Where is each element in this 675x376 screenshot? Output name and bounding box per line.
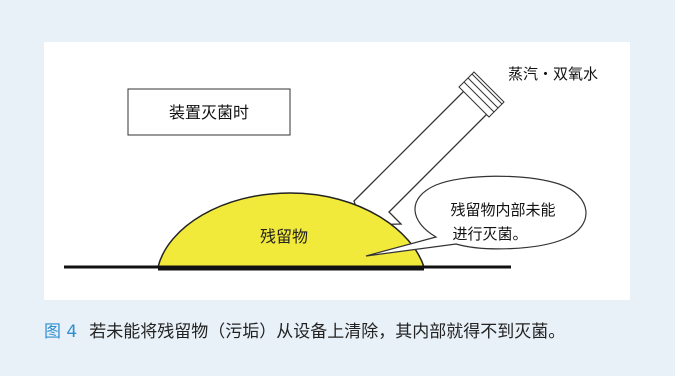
- nozzle-icon: [458, 71, 505, 118]
- steam-label: 蒸汽・双氧水: [508, 65, 598, 83]
- bubble-line-1: 残留物内部未能: [450, 201, 555, 219]
- residue-label: 残留物: [260, 227, 308, 246]
- bubble-line-2: 进行灭菌。: [452, 225, 527, 243]
- sterilization-label: 装置灭菌时: [169, 103, 249, 122]
- residue-mound: [157, 192, 426, 268]
- figure-panel: 装置灭菌时 蒸汽・双氧水 残留物 残留物内部未能 进行灭菌。: [44, 42, 630, 300]
- caption-text: 若未能将残留物（污垢）从设备上清除，其内部就得不到灭菌。: [89, 322, 566, 342]
- sterilization-label-box: [127, 88, 291, 136]
- figure-number: 图 4: [44, 322, 78, 342]
- diagram-svg: 装置灭菌时 蒸汽・双氧水 残留物 残留物内部未能 进行灭菌。: [64, 65, 598, 271]
- figure-caption: 图 4 若未能将残留物（污垢）从设备上清除，其内部就得不到灭菌。: [44, 320, 634, 344]
- speech-bubble: [365, 175, 587, 257]
